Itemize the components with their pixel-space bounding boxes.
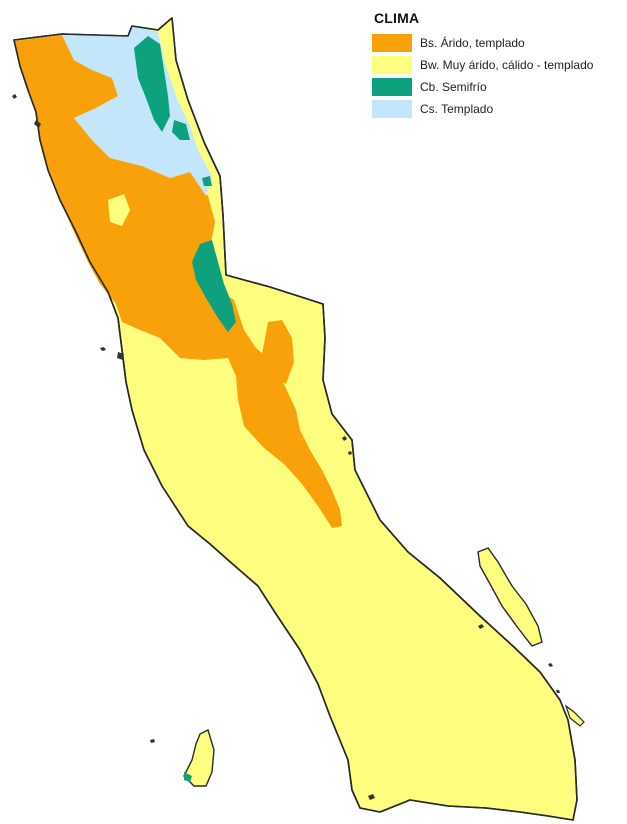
legend-item-bs: Bs. Árido, templado — [372, 32, 624, 54]
island-small-7 — [12, 94, 17, 99]
legend-label-cb: Cb. Semifrío — [420, 80, 487, 94]
zone-cs-temperate — [62, 26, 212, 196]
zone-cb-semicold-small — [172, 120, 190, 140]
island-small-3 — [478, 624, 484, 629]
island-cedros — [183, 729, 215, 787]
peninsula-outline — [13, 17, 578, 821]
island-small-4 — [548, 663, 553, 667]
island-small-2 — [348, 451, 352, 455]
island-cedros-green-edge — [184, 772, 192, 782]
legend-item-cs: Cs. Templado — [372, 98, 624, 120]
island-small-6 — [100, 347, 106, 351]
legend-swatch-bw — [372, 56, 412, 74]
zone-cb-semicold-south — [192, 240, 236, 332]
legend-swatch-bs — [372, 34, 412, 52]
zone-bw-inclusion — [108, 194, 130, 226]
island-small-9 — [368, 794, 375, 800]
island-angel-de-la-guarda — [477, 547, 543, 647]
coastal-point-west — [34, 120, 41, 128]
map-legend: CLIMA Bs. Árido, templado Bw. Muy árido,… — [372, 10, 624, 120]
zone-bs-arid-temperate — [15, 35, 342, 528]
island-small-5 — [556, 690, 560, 693]
coastal-point-bay — [117, 352, 124, 360]
legend-item-cb: Cb. Semifrío — [372, 76, 624, 98]
island-small-1 — [342, 436, 347, 441]
legend-item-bw: Bw. Muy árido, cálido - templado — [372, 54, 624, 76]
zone-bs-spur — [262, 320, 294, 384]
island-small-8 — [150, 739, 155, 743]
legend-label-bw: Bw. Muy árido, cálido - templado — [420, 58, 594, 72]
legend-label-cs: Cs. Templado — [420, 102, 494, 116]
zone-cb-semicold-north — [134, 36, 170, 132]
island-tiburon-tip — [564, 704, 585, 727]
zone-cb-tiny — [202, 176, 212, 186]
legend-swatch-cb — [372, 78, 412, 96]
legend-label-bs: Bs. Árido, templado — [420, 36, 525, 50]
legend-swatch-cs — [372, 100, 412, 118]
legend-title: CLIMA — [374, 10, 420, 26]
